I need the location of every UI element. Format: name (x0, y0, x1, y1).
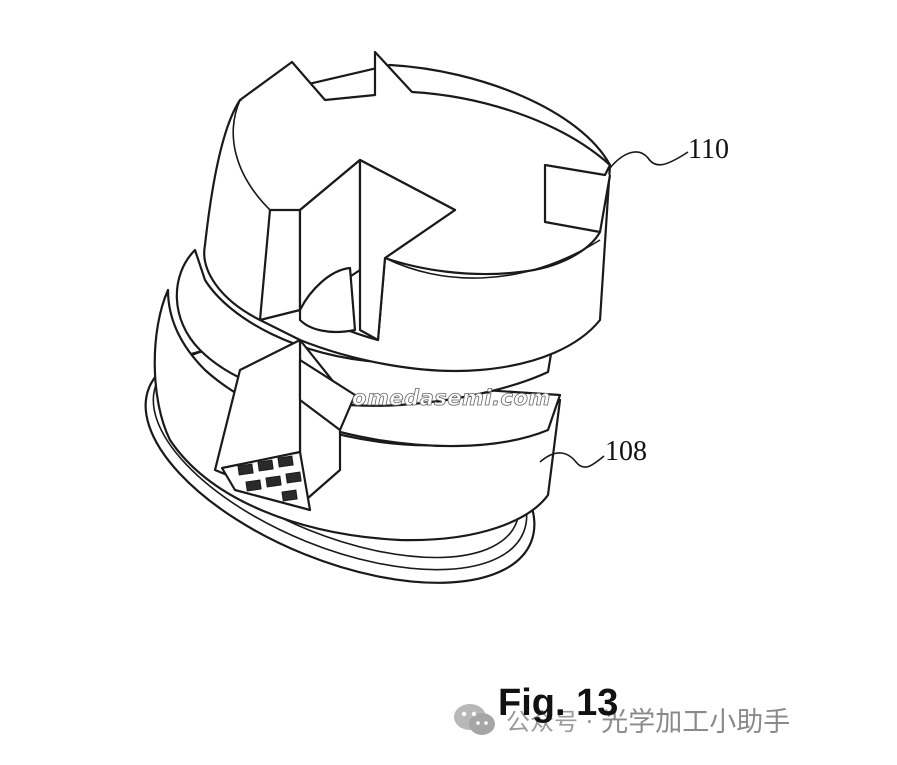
account-watermark: 公众号 · 光学加工小助手 (452, 700, 790, 739)
wechat-icon (454, 703, 495, 735)
figure-caption: Fig. 13 (498, 682, 619, 724)
account-name: 光学加工小助手 (601, 707, 791, 738)
contact-pads (220, 450, 312, 512)
leader-line-108 (539, 452, 605, 468)
site-watermark: omedasemi.com (352, 386, 551, 411)
account-prefix: 公众号 · (506, 708, 594, 736)
reference-label-108: 108 (605, 436, 647, 467)
front-notch (213, 158, 457, 507)
reference-label-110: 110 (688, 134, 729, 165)
leader-line-110 (609, 151, 689, 169)
